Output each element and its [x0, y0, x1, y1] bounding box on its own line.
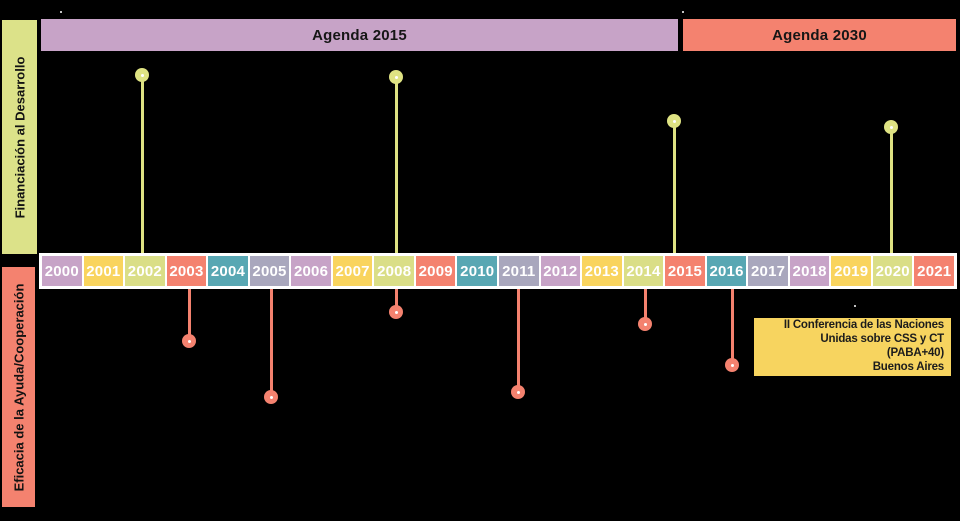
year-cell-2011: 2011 [499, 256, 539, 286]
event-stem-2015-top [672, 121, 676, 253]
callout-line: II Conferencia de las Naciones [783, 319, 944, 332]
event-dot-2008-bottom [389, 305, 403, 319]
event-dot-2014-bottom [638, 317, 652, 331]
event-dot-2003-bottom [182, 334, 196, 348]
event-dot-2005-bottom [264, 390, 278, 404]
year-cell-2016: 2016 [706, 256, 747, 286]
year-cell-2006: 2006 [291, 256, 331, 286]
year-cell-2003: 2003 [166, 256, 207, 286]
side-label-eficacia: Eficacia de la Ayuda/Cooperación [2, 267, 35, 507]
year-cell-2020: 2020 [872, 256, 913, 286]
agenda-2030-label: Agenda 2030 [772, 26, 867, 44]
year-cell-2014: 2014 [623, 256, 664, 286]
agenda-2030-bar: Agenda 2030 [683, 19, 956, 51]
event-stem-2011-bottom [516, 289, 520, 392]
year-cell-2015: 2015 [665, 256, 705, 286]
event-dot-2020-top [884, 120, 898, 134]
year-cell-2010: 2010 [457, 256, 498, 286]
agenda-2015-bar: Agenda 2015 [41, 19, 678, 51]
callout-line: (PABA+40) [886, 347, 944, 359]
callout-line: Buenos Aires [872, 360, 945, 373]
year-cell-2007: 2007 [332, 256, 373, 286]
year-cell-2001: 2001 [83, 256, 124, 286]
event-stem-2005-bottom [269, 289, 273, 397]
speck [682, 11, 684, 13]
year-cell-2017: 2017 [748, 256, 788, 286]
event-stem-2008-top [394, 77, 398, 253]
year-cell-2009: 2009 [415, 256, 456, 286]
year-cell-2013: 2013 [582, 256, 622, 286]
year-cell-2012: 2012 [540, 256, 581, 286]
year-cell-2019: 2019 [831, 256, 871, 286]
year-cell-2018: 2018 [789, 256, 830, 286]
event-dot-2002-top [135, 68, 149, 82]
event-stem-2008-bottom [394, 289, 398, 312]
event-stem-2014-bottom [643, 289, 647, 324]
callout-line: Unidas sobre CSS y CT [820, 333, 944, 346]
speck [60, 11, 62, 13]
year-cell-2021: 2021 [914, 256, 955, 286]
year-cell-2008: 2008 [374, 256, 414, 286]
speck [854, 305, 856, 307]
year-cell-2004: 2004 [208, 256, 248, 286]
event-stem-2016-bottom [730, 289, 734, 365]
side-label-financiacion: Financiación al Desarrollo [2, 20, 37, 254]
event-dot-2016-bottom [725, 358, 739, 372]
year-cell-2005: 2005 [249, 256, 290, 286]
event-stem-2002-top [140, 75, 144, 253]
side-label-financiacion-text: Financiación al Desarrollo [12, 56, 28, 218]
agenda-2015-label: Agenda 2015 [312, 26, 407, 44]
event-stem-2003-bottom [187, 289, 191, 341]
event-dot-2008-top [389, 70, 403, 84]
year-cell-2000: 2000 [42, 256, 82, 286]
event-dot-2015-top [667, 114, 681, 128]
year-cell-2002: 2002 [125, 256, 165, 286]
event-stem-2020-top [889, 127, 893, 253]
event-dot-2011-bottom [511, 385, 525, 399]
side-label-eficacia-text: Eficacia de la Ayuda/Cooperación [11, 283, 27, 491]
